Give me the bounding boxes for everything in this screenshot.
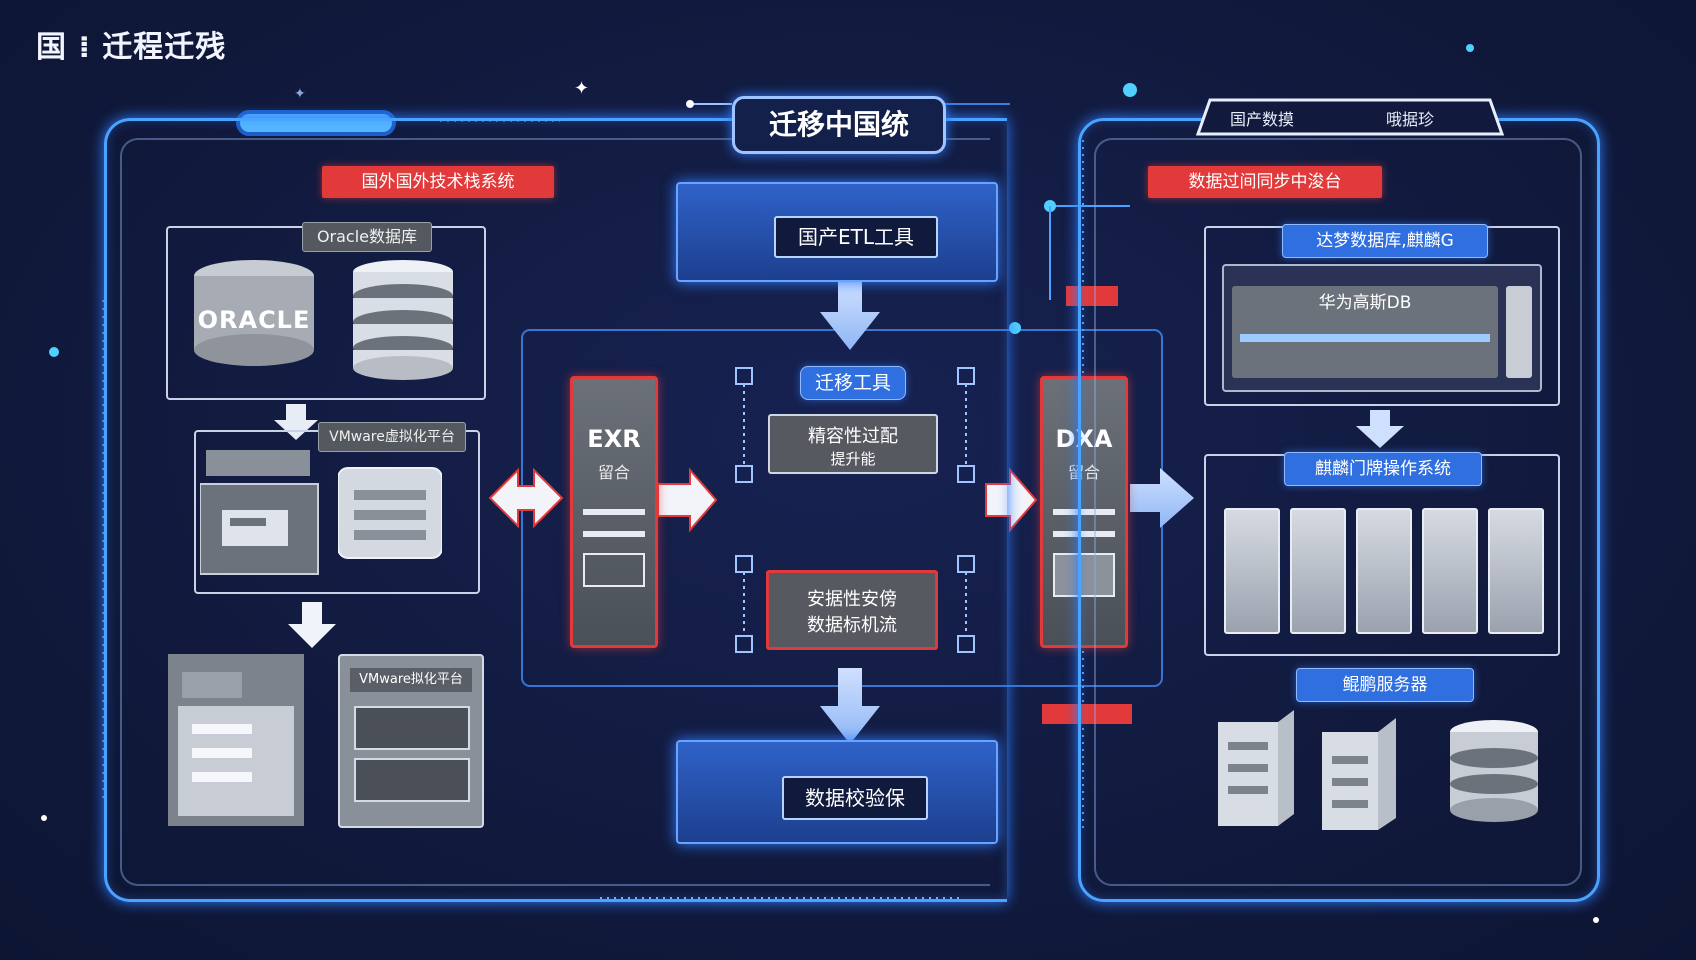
center-title: 迁移中国统 [732,96,946,154]
server-unit [1488,508,1544,634]
svg-text:✦: ✦ [294,86,306,102]
left-migration-column: EXR 留合 [570,376,658,648]
left-column-subtitle: 留合 [597,463,630,482]
database-stack-icon [353,260,453,380]
gauss-db-panel: 华为高斯DB [1222,264,1542,392]
left-column-title: EXR [587,425,641,453]
server-unit [1290,508,1346,634]
data-security-line-1: 安据性安傍 [807,589,897,610]
gauss-db-label: 华为高斯DB [1318,293,1412,313]
domestic-etl-label: 国产ETL工具 [774,216,938,258]
server-unit [1422,508,1478,634]
oracle-db-label: Oracle数据库 [302,222,432,252]
migration-tool-label: 迁移工具 [800,366,906,400]
compatibility-line-1: 精容性过配 [808,426,898,447]
svg-text:✦: ✦ [574,78,589,99]
server-unit [1356,508,1412,634]
virtual-machine-icon [200,450,319,575]
right-column-title: DXA [1055,425,1113,453]
kunpeng-server-label: 鲲鹏服务器 [1296,668,1474,702]
right-header-tab [1196,98,1504,136]
page-title: 国 ⁞ 迁程迁残 [36,30,227,65]
data-security-line-2: 数据标机流 [807,615,897,636]
data-verification-label: 数据校验保 [782,776,928,820]
left-inner-panel [120,138,990,886]
left-outer-panel [104,118,1007,902]
server-rack-icon [168,654,304,826]
kylin-os-label: 麒麟门牌操作系统 [1284,452,1482,486]
dameng-db-label: 达梦数据库,麒麟G [1282,224,1488,258]
foreign-stack-label: 国外国外技术栈系统 [322,166,554,198]
compatibility-line-2: 提升能 [830,450,876,468]
compatibility-box: 精容性过配 提升能 [768,414,938,474]
data-sync-label: 数据过间同步中浚台 [1148,166,1382,198]
server-unit [1224,508,1280,634]
storage-icon [338,467,442,559]
oracle-logo-text: ORACLE [197,306,311,334]
vmware-server-box: VMware拟化平台 [338,654,484,828]
right-header-right-text: 哦据珍 [1386,110,1435,129]
vmware-platform-label: VMware虚拟化平台 [318,422,466,452]
right-header-left-text: 国产数摸 [1230,110,1295,129]
vmware-platform-label-2: VMware拟化平台 [350,668,472,692]
oracle-db-icon [194,260,314,366]
right-inner-panel [1094,138,1582,886]
kunpeng-server-icons [1218,710,1538,830]
data-security-box: 安据性安傍 数据标机流 [766,570,938,650]
os-server-row [1224,508,1544,634]
right-migration-column: DXA 留合 [1040,376,1128,648]
right-column-subtitle: 留合 [1067,463,1100,482]
